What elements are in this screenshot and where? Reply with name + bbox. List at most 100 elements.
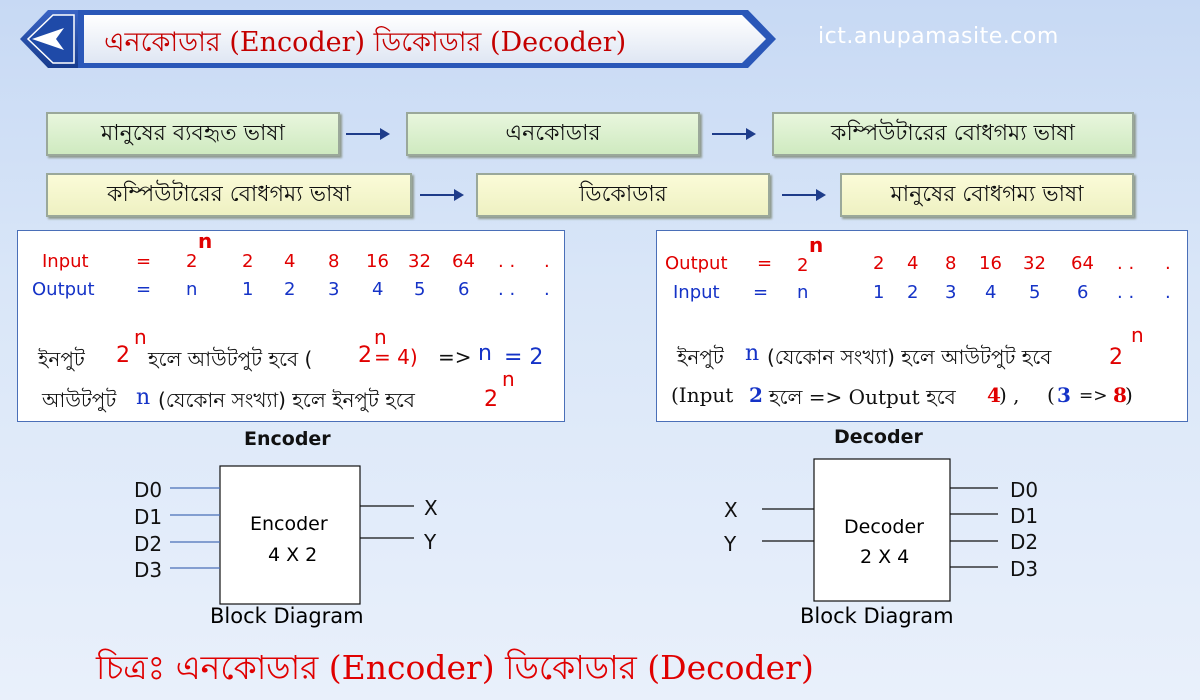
variable-n: n	[478, 341, 492, 366]
encoder-input-label: D2	[134, 532, 163, 556]
output-value: 6	[458, 279, 470, 300]
encoder-diagram-title: Encoder	[244, 428, 331, 450]
flow-computer-language-box: কম্পিউটারের বোধগম্য ভাষা	[772, 112, 1134, 156]
encoder-input-label: D1	[134, 505, 163, 529]
input-value: 2	[186, 251, 198, 272]
flow-encoder-box: এনকোডার	[406, 112, 700, 156]
encoder-explain-text: (যেকোন সংখ্যা) হলে ইনপুট হবে	[158, 388, 415, 412]
input-value: 8	[328, 251, 340, 272]
output-value: 4	[372, 279, 384, 300]
flow-computer-language-box: কম্পিউটারের বোধগম্য ভাষা	[46, 173, 412, 217]
input-label: Input	[42, 251, 89, 272]
input-value: 2	[242, 251, 254, 272]
encoder-block-diagram	[170, 465, 414, 605]
decoder-block-name: Decoder	[844, 516, 924, 538]
output-value: . .	[498, 279, 516, 300]
decoder-output-label: D3	[1010, 557, 1039, 581]
input-value: 64	[452, 251, 475, 272]
decoder-input-label: X	[724, 498, 738, 522]
flow-decoder-box: ডিকোডার	[476, 173, 770, 217]
superscript-n: n	[809, 233, 824, 257]
variable-n: n	[745, 341, 760, 366]
output-value: 16	[979, 253, 1002, 274]
base-two: 2	[358, 343, 372, 368]
superscript-n: n	[502, 367, 515, 391]
input-value: 4	[985, 282, 997, 303]
decoder-output-label: D2	[1010, 530, 1039, 554]
encoder-block-name: Encoder	[250, 513, 328, 535]
equals-four: = 4)	[374, 345, 418, 369]
encoder-block	[219, 465, 361, 605]
page-title: এনকোডার (Encoder) ডিকোডার (Decoder)	[104, 27, 627, 58]
input-value: 16	[366, 251, 389, 272]
input-value: .	[1165, 282, 1171, 303]
encoder-explain-text: আউটপুট	[42, 388, 117, 412]
flow-label: মানুষের ব্যবহৃত ভাষা	[101, 120, 285, 146]
input-value: 32	[408, 251, 431, 272]
input-value: .	[544, 251, 550, 272]
flow-label: মানুষের বোধগম্য ভাষা	[890, 181, 1084, 207]
output-value: .	[544, 279, 550, 300]
decoder-output-label: D0	[1010, 478, 1039, 502]
implies-sign: =>	[438, 345, 472, 369]
superscript-n: n	[374, 325, 387, 349]
decoder-example-text: )	[1125, 383, 1133, 407]
logo-icon	[32, 28, 64, 50]
output-value: . .	[1117, 253, 1135, 274]
decoder-example-text: ) ,	[999, 383, 1020, 407]
decoder-block	[813, 458, 951, 602]
input-value: 5	[1029, 282, 1041, 303]
encoder-block-size: 4 X 2	[268, 544, 318, 566]
decoder-example-text: (Input	[671, 383, 734, 407]
input-value: n	[797, 282, 809, 303]
encoder-input-label: D3	[134, 558, 163, 582]
flow-human-language-box: মানুষের ব্যবহৃত ভাষা	[46, 112, 340, 156]
implies-sign: =>	[1079, 386, 1108, 406]
encoder-explain-text: ইনপুট	[38, 347, 85, 371]
output-value: .	[1165, 253, 1171, 274]
example-input: 3	[1057, 383, 1071, 407]
equals-sign: =	[136, 279, 152, 300]
flow-label: ডিকোডার	[579, 181, 667, 207]
output-value: 5	[414, 279, 426, 300]
superscript-n: n	[1131, 323, 1144, 347]
input-value: 2	[907, 282, 919, 303]
encoder-output-label: X	[424, 496, 438, 520]
example-output: 4	[987, 383, 1001, 407]
variable-n: n	[136, 385, 151, 410]
output-value: 2	[797, 255, 809, 276]
decoder-explain-text: ইনপুট	[677, 345, 724, 369]
input-value: 6	[1077, 282, 1089, 303]
output-value: 2	[284, 279, 296, 300]
flow-human-understandable-box: মানুষের বোধগম্য ভাষা	[840, 173, 1134, 217]
base-two: 2	[116, 343, 130, 368]
decoder-block-size: 2 X 4	[860, 546, 910, 568]
decoder-block-diagram	[762, 458, 998, 602]
arrow-icon	[782, 189, 826, 201]
header-banner	[20, 10, 776, 68]
arrow-icon	[420, 189, 464, 201]
output-value: n	[186, 279, 198, 300]
output-value: 32	[1023, 253, 1046, 274]
output-label: Output	[665, 253, 728, 274]
equals-sign: =	[136, 251, 152, 272]
decoder-output-label: D1	[1010, 504, 1039, 528]
output-value: 1	[242, 279, 254, 300]
input-value: . .	[1117, 282, 1135, 303]
equals-two: = 2	[504, 345, 544, 370]
input-value: 4	[284, 251, 296, 272]
arrow-icon	[346, 128, 390, 140]
example-input: 2	[749, 383, 763, 407]
output-value: 3	[328, 279, 340, 300]
decoder-explain-text: (যেকোন সংখ্যা) হলে আউটপুট হবে	[767, 345, 1052, 369]
example-output: 8	[1113, 383, 1127, 407]
encoder-input-label: D0	[134, 478, 163, 502]
decoder-table-panel: Output = n 2 2 4 8 16 32 64 . . . Input …	[656, 230, 1188, 422]
input-label: Input	[673, 282, 720, 303]
superscript-n: n	[198, 229, 213, 253]
decoder-diagram-title: Decoder	[834, 426, 923, 448]
arrow-icon	[712, 128, 756, 140]
site-watermark: ict.anupamasite.com	[818, 24, 1059, 49]
flow-label: কম্পিউটারের বোধগম্য ভাষা	[107, 181, 351, 207]
input-value: . .	[498, 251, 516, 272]
